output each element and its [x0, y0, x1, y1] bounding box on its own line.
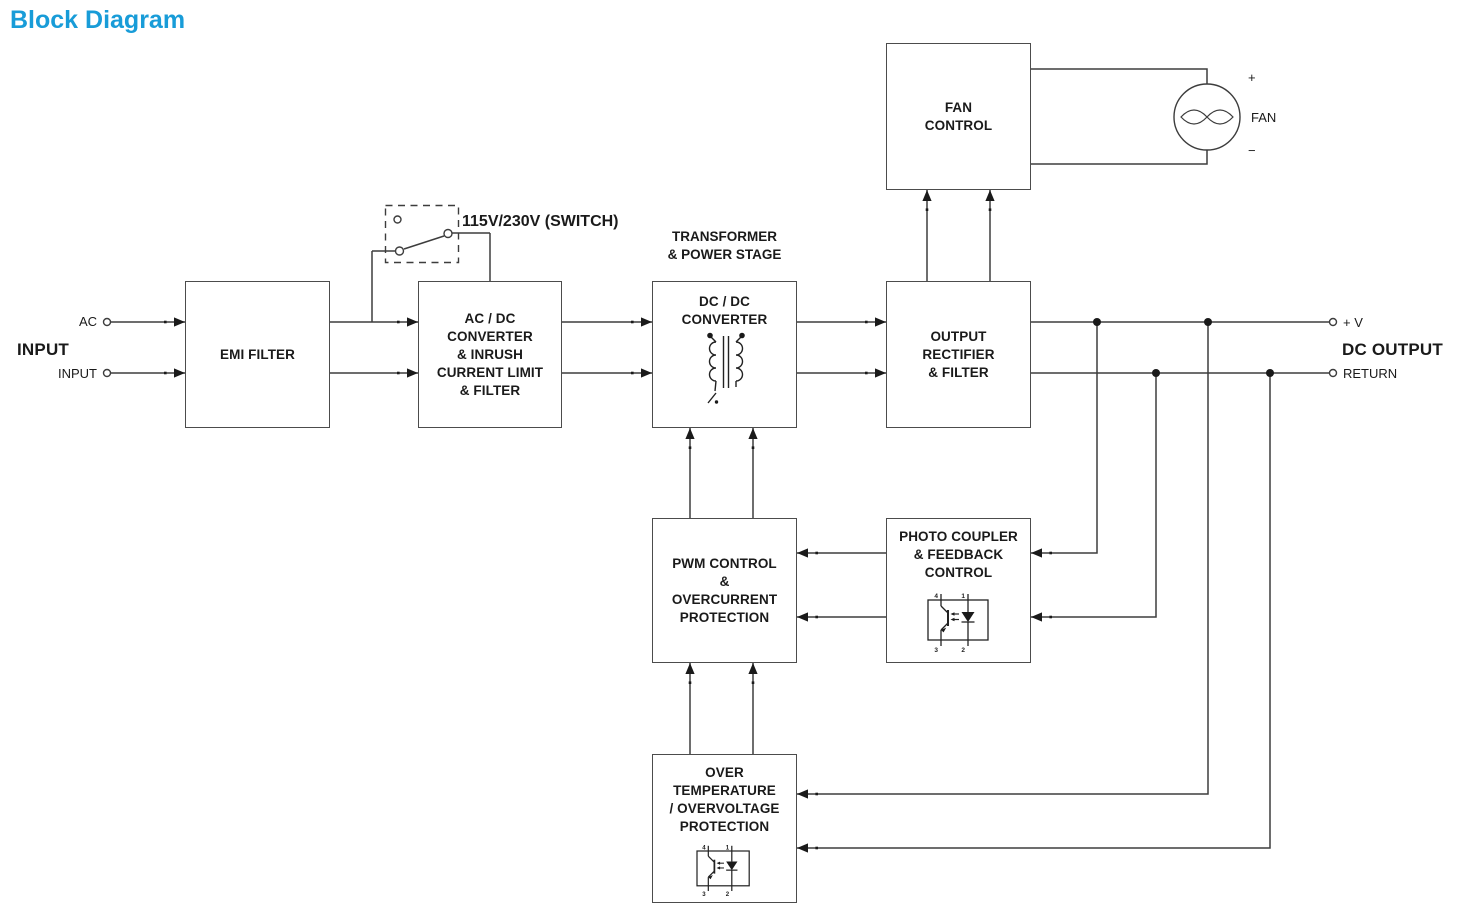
terminal-circles	[102, 317, 1338, 378]
svg-text:1: 1	[961, 593, 965, 600]
svg-text:1: 1	[726, 844, 730, 851]
svg-text:4: 4	[934, 593, 938, 600]
dc-output-group-label: DC OUTPUT	[1342, 340, 1443, 359]
svg-text:2: 2	[961, 647, 965, 654]
block-pwm-control-label: PWM CONTROL & OVERCURRENT PROTECTION	[671, 555, 778, 625]
return-terminal-label: RETURN	[1343, 366, 1398, 381]
svg-text:3: 3	[934, 647, 938, 654]
fan-minus-label: −	[1248, 143, 1256, 158]
plus-v-terminal-label: + V	[1343, 315, 1363, 330]
voltage-selector-switch-icon	[371, 204, 491, 322]
fan-label: FAN	[1251, 110, 1277, 125]
block-emi-filter: EMI FILTER	[185, 281, 330, 428]
block-pwm-control: PWM CONTROL & OVERCURRENT PROTECTION	[652, 518, 797, 663]
power-rails	[111, 317, 1329, 378]
optocoupler-icon: 4 1 3 2	[927, 593, 989, 654]
block-ovp-label: OVER TEMPERATURE / OVERVOLTAGE PROTECTIO…	[669, 765, 780, 834]
transformer-icon	[707, 332, 745, 404]
block-photo-coupler: PHOTO COUPLER & FEEDBACK CONTROL	[886, 518, 1031, 663]
block-output-rectifier-label: OUTPUT RECTIFIER & FILTER	[922, 328, 995, 380]
svg-text:4: 4	[702, 844, 706, 851]
feedback-wires	[797, 318, 1274, 853]
block-ovp: OVER TEMPERATURE / OVERVOLTAGE PROTECTIO…	[652, 754, 797, 903]
block-photo-coupler-label: PHOTO COUPLER & FEEDBACK CONTROL	[899, 529, 1018, 580]
ac-terminal-label: AC	[78, 314, 97, 329]
block-fan-control: FAN CONTROL	[886, 43, 1031, 190]
page-title: Block Diagram	[10, 6, 186, 34]
switch-label: 115V/230V (SWITCH)	[462, 213, 619, 230]
fan-icon	[1031, 68, 1241, 165]
fan-control-feed-wires	[922, 190, 995, 281]
input-group-label: INPUT	[17, 340, 69, 359]
svg-text:3: 3	[702, 891, 706, 898]
transformer-stage-label: TRANSFORMER & POWER STAGE	[667, 229, 782, 262]
block-dcdc-converter: DC / DC CONVERTER	[652, 281, 797, 428]
control-wires	[685, 428, 886, 754]
block-acdc-converter-label: AC / DC CONVERTER & INRUSH CURRENT LIMIT…	[436, 310, 544, 398]
fan-plus-label: +	[1248, 70, 1256, 85]
block-acdc-converter: AC / DC CONVERTER & INRUSH CURRENT LIMIT…	[418, 281, 562, 428]
input-terminal-label: INPUT	[58, 366, 97, 381]
block-emi-filter-label: EMI FILTER	[220, 346, 295, 362]
block-dcdc-converter-label: DC / DC CONVERTER	[681, 294, 768, 327]
optocoupler-icon: 4 1 3 2	[696, 844, 750, 898]
svg-text:2: 2	[726, 891, 730, 898]
block-fan-control-label: FAN CONTROL	[924, 99, 993, 133]
block-output-rectifier: OUTPUT RECTIFIER & FILTER	[886, 281, 1031, 428]
